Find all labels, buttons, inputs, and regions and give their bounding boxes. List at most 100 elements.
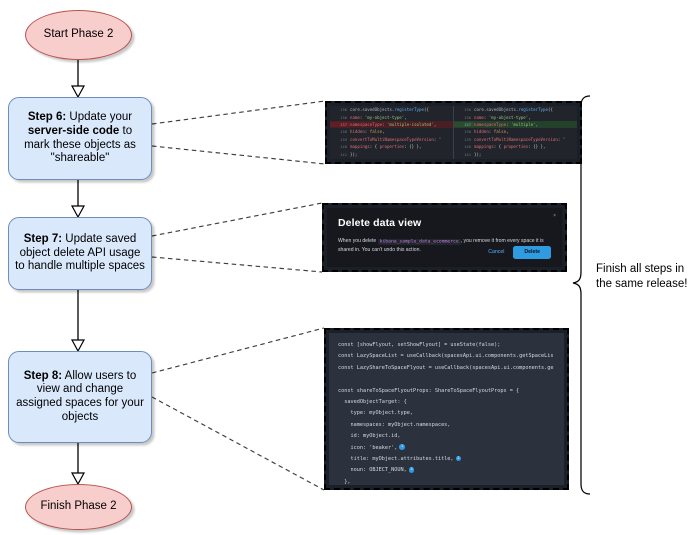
- node-step6-label: Step 6: Update your server-side code to …: [15, 111, 145, 165]
- node-step6-bold-b: server-side code: [27, 124, 120, 137]
- callout-step7-top: [151, 202, 323, 237]
- close-icon[interactable]: ×: [553, 213, 556, 219]
- node-start[interactable]: Start Phase 2: [25, 10, 132, 60]
- diff-line-code: });: [350, 151, 358, 157]
- diff-line-number: 136: [340, 107, 347, 113]
- diff-line: 140 mappings: { properties: {} },: [454, 143, 577, 150]
- node-step7[interactable]: Step 7: Update saved object delete API u…: [8, 217, 152, 290]
- diff-line: 140 mappings: { properties: {} },: [330, 143, 453, 150]
- node-step8-text-a: Allow users to view and change assigned …: [16, 369, 144, 423]
- annotation-badge: 2: [455, 455, 462, 462]
- diff-line: 137 namespaceType: 'multiple-isolated',: [330, 120, 453, 129]
- code-line: namespaces: myObject.namespaces,: [338, 421, 451, 428]
- diff-line-code: mappings: { properties: {} },: [350, 144, 422, 150]
- diff-line-number: 138: [340, 129, 347, 135]
- code-line: const LazyShareToSpaceFlyout = useCallba…: [338, 364, 554, 371]
- node-step6-text-a: Update your: [66, 111, 133, 124]
- node-step8[interactable]: Step 8: Allow users to view and change a…: [8, 351, 152, 443]
- dialog-footer: Cancel Delete: [488, 245, 551, 259]
- dialog-title: Delete data view: [338, 217, 422, 229]
- callout-step8-top: [151, 327, 325, 374]
- diff-line: 142}: [330, 158, 453, 160]
- code-line: const [showFlyout, setShowFlyout] = useS…: [338, 342, 501, 348]
- code-line: },: [338, 478, 351, 485]
- callout-step6-top: [151, 100, 326, 125]
- dialog-body-after: , you remove it from every space it is s…: [338, 238, 544, 253]
- cancel-button[interactable]: Cancel: [488, 249, 505, 256]
- dialog-body: When you delete kibana_sample_data_ecomm…: [338, 237, 551, 254]
- arrowhead-1: [70, 85, 86, 99]
- code-viewer: const [showFlyout, setShowFlyout] = useS…: [329, 333, 564, 485]
- diff-line: 141});: [330, 150, 453, 157]
- diff-line-code: name: 'my-object-type',: [350, 114, 407, 120]
- delete-button[interactable]: Delete: [513, 245, 551, 259]
- code-line: savedObjectTarget: {: [338, 399, 407, 406]
- code-blank-line: [338, 374, 564, 385]
- diff-line-code: mappings: { properties: {} },: [474, 144, 546, 150]
- diff-line-number: 140: [464, 144, 471, 150]
- arrowhead-3: [70, 339, 86, 353]
- diff-line: 137 namespaceType: 'multiple',: [454, 120, 577, 129]
- code-line: icon: 'beaker',1: [338, 444, 405, 451]
- diff-line-number: 139: [340, 136, 347, 142]
- node-step7-prefix: Step 7:: [23, 233, 63, 246]
- diff-line-number: 141: [464, 151, 471, 157]
- dialog-body-code: kibana_sample_data_ecommerce: [377, 238, 461, 245]
- diff-line-number: 138: [464, 129, 471, 135]
- diff-line: 138 hidden: false,: [330, 128, 453, 135]
- callout-step7-bottom: [151, 256, 323, 273]
- diff-line-code: });: [474, 151, 482, 157]
- dialog-body-before: When you delete: [338, 238, 378, 244]
- diff-line: 139 convertToMultiNamespaceTypeVersion: …: [330, 136, 453, 143]
- delete-data-view-dialog: × Delete data view When you delete kiban…: [327, 208, 562, 267]
- node-step8-prefix: Step 8:: [23, 369, 63, 382]
- diff-line-code: core.savedObjects.registerType({: [474, 107, 553, 113]
- diff-line-number: 137: [330, 121, 350, 127]
- node-step7-label: Step 7: Update saved object delete API u…: [15, 233, 145, 274]
- diff-line-code: name: 'my-object-type',: [474, 114, 531, 120]
- diff-line-code: convertToMultiNamespaceTypeVersion: ': [350, 136, 442, 142]
- node-start-label: Start Phase 2: [43, 28, 114, 41]
- screenshot-sharetospace-flyout-code[interactable]: const [showFlyout, setShowFlyout] = useS…: [324, 328, 569, 490]
- callout-step8-bottom: [151, 396, 325, 491]
- diff-line-number: 140: [340, 144, 347, 150]
- diff-line: 136 name: 'my-object-type',: [330, 113, 453, 120]
- code-line: noun: OBJECT_NOUN,3: [338, 467, 415, 474]
- code-line: id: myObject.id,: [338, 433, 401, 440]
- diff-line-number: 136: [340, 114, 347, 120]
- diff-line-number: 141: [340, 151, 347, 157]
- diff-line: 141});: [454, 150, 577, 157]
- screenshot-delete-data-view-modal[interactable]: × Delete data view When you delete kiban…: [322, 203, 567, 272]
- diff-line-number: 136: [464, 107, 471, 113]
- diff-line: 139 convertToMultiNamespaceTypeVersion: …: [454, 136, 577, 143]
- diff-line-code: hidden: false,: [350, 129, 385, 135]
- arrowhead-4: [70, 472, 86, 486]
- diff-line-number: 137: [454, 121, 474, 127]
- diff-line-code: convertToMultiNamespaceTypeVersion: ': [474, 136, 566, 142]
- code-line: type: myObject.type,: [338, 410, 413, 417]
- diff-line-code: namespaceType: 'multiple-isolated',: [350, 121, 437, 127]
- node-step6-prefix: Step 6:: [27, 111, 67, 124]
- callout-step6-bottom: [151, 145, 326, 165]
- diff-line: 138 hidden: false,: [454, 128, 577, 135]
- node-finish-label: Finish Phase 2: [40, 500, 117, 513]
- node-step6[interactable]: Step 6: Update your server-side code to …: [8, 97, 152, 180]
- diff-line-number: 139: [464, 136, 471, 142]
- node-finish[interactable]: Finish Phase 2: [25, 484, 132, 530]
- diff-line-number: 136: [464, 114, 471, 120]
- diff-line: 142}: [454, 158, 577, 160]
- node-step8-label: Step 8: Allow users to view and change a…: [15, 370, 145, 424]
- release-note-label: Finish all steps in the same release!: [596, 263, 688, 290]
- code-line: title: myObject.attributes.title,2: [338, 455, 462, 463]
- node-step7-text-a: Update saved object delete API usage to …: [15, 233, 145, 273]
- diff-line: 136 name: 'my-object-type',: [454, 113, 577, 120]
- diff-line-code: namespaceType: 'multiple',: [474, 121, 539, 127]
- code-line: const shareToSpaceFlyoutProps: ShareToSp…: [338, 387, 520, 394]
